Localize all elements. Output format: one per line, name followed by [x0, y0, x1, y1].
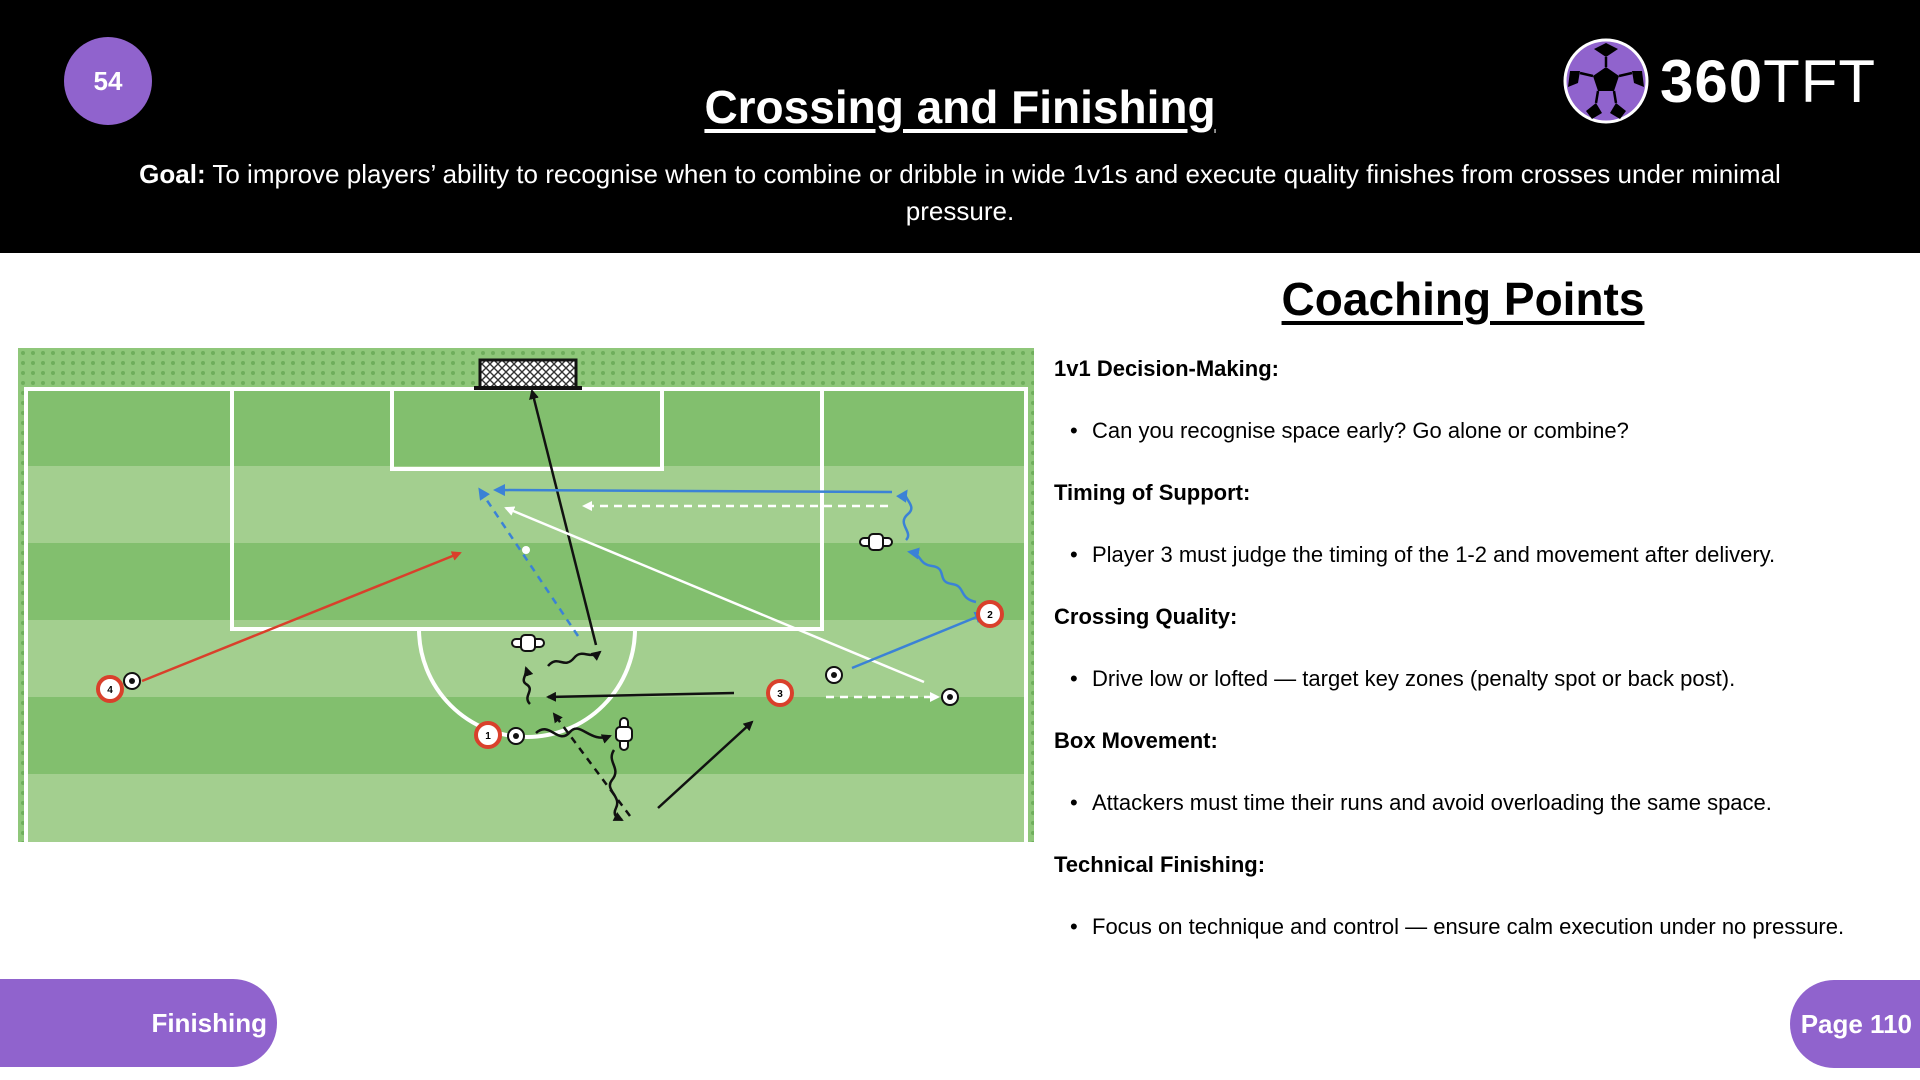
run-arrow-blue-dashed: [478, 487, 580, 637]
pass-arrow-white: [504, 506, 925, 684]
coaching-point-heading: Crossing Quality:: [1054, 604, 1238, 629]
page-number: Page 110: [1800, 1008, 1912, 1039]
pitch-stripe: [26, 466, 1026, 543]
page-number-tag: Page 110: [1790, 980, 1920, 1068]
svg-text:3: 3: [777, 689, 783, 700]
mannequin-icon: [511, 634, 545, 652]
player-marker: 4: [96, 675, 124, 703]
coaching-point-bullet: Attackers must time their runs and avoid…: [1054, 772, 1904, 850]
soccer-ball-icon: [825, 666, 843, 684]
coaching-points-list: 1v1 Decision-Making: Can you recognise s…: [1054, 354, 1904, 974]
coaching-point-bullet: Player 3 must judge the timing of the 1-…: [1054, 524, 1904, 602]
run-arrow-black: [657, 720, 754, 809]
pass-arrow-blue: [851, 611, 987, 670]
svg-text:2: 2: [987, 610, 993, 621]
cross-arrow-blue: [493, 484, 893, 497]
session-number-badge: 54: [64, 37, 152, 125]
coaching-point-bullet: Focus on technique and control — ensure …: [1054, 896, 1904, 974]
coaching-point-bullet: Drive low or lofted — target key zones (…: [1054, 648, 1904, 726]
category-tag: Finishing: [0, 979, 277, 1067]
tactics-diagram: 4 1 3 2: [18, 348, 1034, 842]
pitch-stripe: [26, 774, 1026, 842]
coaching-point-heading: Box Movement:: [1054, 728, 1218, 753]
cross-arrow-red: [141, 551, 462, 683]
pitch-stripe: [26, 543, 1026, 620]
shot-arrow: [529, 389, 598, 646]
dribble-arrow-black-3: [522, 666, 534, 705]
goal-statement: Goal: To improve players’ ability to rec…: [100, 156, 1820, 230]
goal-label: Goal:: [139, 159, 206, 189]
category-label: Finishing: [151, 1007, 267, 1038]
coaching-point-heading: Timing of Support:: [1054, 480, 1251, 505]
dribble-arrow-black: [535, 727, 612, 744]
pass-arrow-black: [546, 691, 735, 702]
dribble-arrow-black-2: [608, 749, 624, 822]
coaching-point-heading: 1v1 Decision-Making:: [1054, 356, 1279, 381]
coaching-point-bullet: Can you recognise space early? Go alone …: [1054, 400, 1904, 478]
run-arrow-black-dashed: [552, 712, 632, 817]
pitch-stripe: [26, 389, 1026, 466]
goal: [474, 358, 582, 390]
coaching-point-heading: Technical Finishing:: [1054, 852, 1266, 877]
svg-text:4: 4: [107, 685, 113, 696]
soccer-ball-icon: [123, 672, 141, 690]
dribble-arrow-black-4: [547, 650, 602, 667]
logo-wordmark: 360TFT: [1660, 47, 1877, 115]
player-marker: 2: [976, 600, 1004, 628]
soccer-ball-icon: [507, 727, 525, 745]
soccer-ball-icon: [1563, 38, 1649, 124]
dribble-arrow-blue-2: [896, 489, 913, 541]
svg-text:1: 1: [485, 731, 491, 742]
player-marker: 3: [766, 679, 794, 707]
session-number: 54: [93, 65, 123, 96]
header-bar: 54 Crossing and Finishing Goal: To impro…: [0, 0, 1920, 253]
soccer-ball-icon: [941, 688, 959, 706]
page-title: Crossing and Finishing: [704, 81, 1216, 133]
mannequin-icon: [615, 717, 633, 751]
goal-text: To improve players’ ability to recognise…: [205, 159, 1781, 226]
mannequin-icon: [859, 533, 893, 551]
coaching-points-title: Coaching Points: [1281, 273, 1645, 325]
player-marker: 1: [474, 721, 502, 749]
target-marker: [522, 546, 530, 554]
logo: 360TFT: [1562, 36, 1876, 126]
dribble-arrow-blue: [907, 547, 977, 604]
